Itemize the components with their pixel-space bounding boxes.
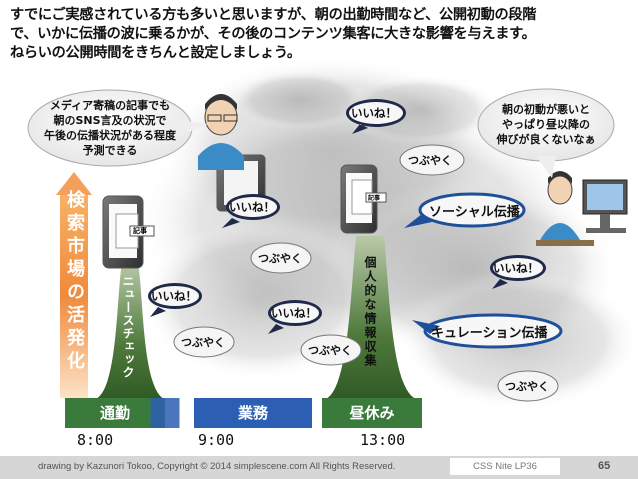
tsubuyaku-label: つぶやく [408,154,452,167]
left-bubble-line-4: 予測できる [82,144,138,157]
tsubuyaku-label: つぶやく [258,252,302,265]
bar-lunch [322,398,422,428]
right-bubble-line-3: 伸びが良くないなぁ [496,133,596,146]
time-label: 8:00 [77,431,114,449]
right-speech-bubble [477,88,615,178]
iine-label: いいね！ [151,289,197,303]
bar-label-work: 業務 [237,404,268,422]
left-bubble-line-3: 午後の伝播状況がある程度 [44,129,176,142]
bar-label-commute: 通勤 [99,404,130,422]
headline-line-2: で、いかに伝播の波に乗るかが、その後のコンテンツ集客に大きな影響を与えます。 [10,26,536,42]
tsubuyaku-label: つぶやく [308,344,352,357]
phone-lunch [340,164,387,234]
headline-line-1: すでにご実感されている方も多いと思いますが、朝の出勤時間など、公開初動の段階 [10,7,537,23]
diagram-canvas [27,55,638,428]
footer-event: CSS Nite LP36 [450,458,560,475]
time-label: 13:00 [360,431,406,449]
bar-work [194,398,312,428]
iine-label: いいね！ [351,106,397,120]
search-market-label: 検索市場の活発化 [64,190,85,374]
bar-commute [65,398,165,428]
left-speech-bubble [27,89,208,167]
footer-bar: drawing by Kazunori Tokoo, Copyright © 2… [0,456,638,479]
left-bubble-text: メディア寄稿の記事でも 朝のSNS言及の状況で 午後の伝播状況がある程度 予測で… [28,98,192,158]
social-spread-label: ソーシャル伝播 [429,205,520,220]
search-growth-arrow [56,172,92,398]
phone-news [102,195,155,269]
person-left [198,94,244,170]
spread-pills [404,192,563,349]
tsubuyaku-label: つぶやく [505,380,549,393]
tsubuyaku-label: つぶやく [181,336,225,349]
iine-bubble-inner [151,102,543,323]
right-bubble-line-2: やっぱり昼以降の [502,118,590,131]
personal-info-label: 個人的な情報収集 [363,256,377,368]
phone-tag-news: 記事 [133,227,147,235]
curation-spread-label: キュレーション伝播 [431,326,548,341]
headline-line-3: ねらいの公開時間をきちんと設定しましょう。 [10,45,301,61]
left-bubble-line-1: メディア寄稿の記事でも [49,99,171,112]
iine-label: いいね！ [229,200,275,214]
bar-label-lunch: 昼休み [349,404,395,422]
news-check-label: ニュースチェック [121,275,135,379]
right-bubble-line-1: 朝の初動が悪いと [502,103,590,116]
iine-label: いいね！ [493,261,539,275]
headline: すでにご実感されている方も多いと思いますが、朝の出勤時間など、公開初動の段階 で… [10,6,630,63]
time-label: 9:00 [198,431,235,449]
iine-label: いいね！ [271,306,317,320]
left-bubble-line-2: 朝のSNS言及の状況で [53,114,167,127]
page-number: 65 [598,460,611,472]
tsubuyaku-bubbles [173,144,559,402]
person-right [536,171,628,246]
footer-credit: drawing by Kazunori Tokoo, Copyright © 2… [38,461,396,472]
phone-tag-lunch: 記事 [368,195,381,202]
right-bubble-text: 朝の初動が悪いと やっぱり昼以降の 伸びが良くないなぁ [478,102,614,147]
news-peak [92,262,168,400]
